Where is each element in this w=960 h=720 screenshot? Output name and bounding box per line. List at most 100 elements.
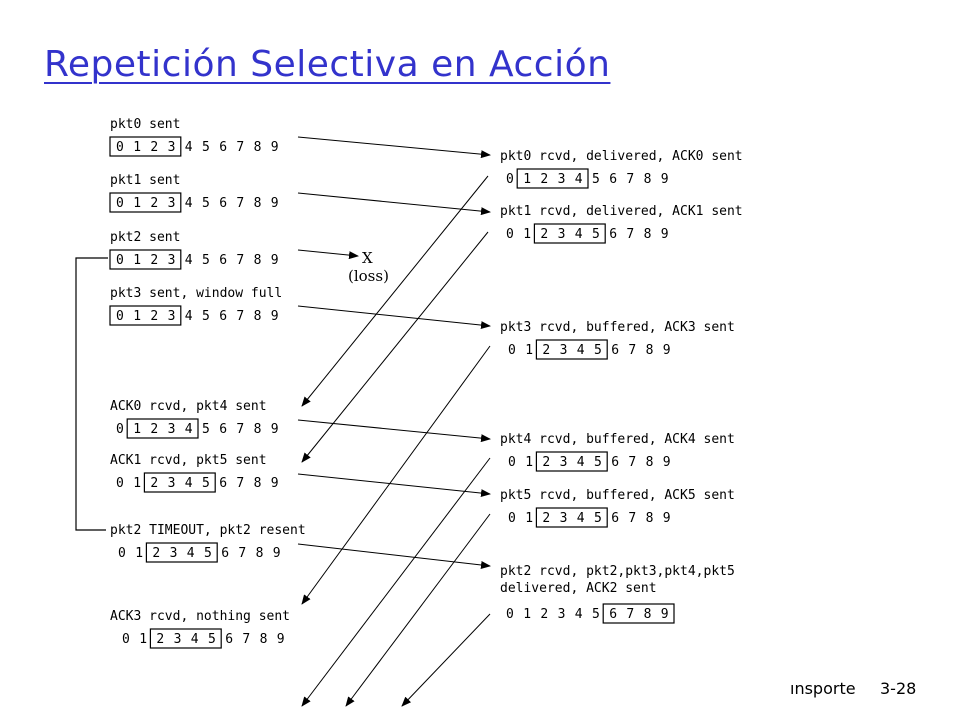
seq-number: 3 bbox=[174, 632, 182, 647]
receiver-event-label: pkt2 rcvd, pkt2,pkt3,pkt4,pkt5 bbox=[500, 564, 735, 579]
seq-number: 7 bbox=[236, 196, 244, 211]
seq-number: 6 bbox=[219, 196, 227, 211]
loss-marker: X bbox=[362, 249, 373, 267]
seq-number: 0 bbox=[118, 546, 126, 561]
seq-number: 1 bbox=[133, 476, 141, 491]
seq-number: 7 bbox=[628, 455, 636, 470]
seq-number: 3 bbox=[560, 343, 568, 358]
seq-number: 5 bbox=[202, 140, 210, 155]
sender-event-label: ACK1 rcvd, pkt5 sent bbox=[110, 453, 267, 468]
seq-number: 8 bbox=[260, 632, 268, 647]
receiver-event-label: pkt5 rcvd, buffered, ACK5 sent bbox=[500, 488, 735, 503]
seq-number: 6 bbox=[219, 422, 227, 437]
seq-number: 7 bbox=[236, 253, 244, 268]
seq-number: 7 bbox=[628, 511, 636, 526]
seq-number: 8 bbox=[644, 172, 652, 187]
seq-number: 3 bbox=[558, 172, 566, 187]
packet-arrow bbox=[297, 473, 491, 498]
window-box bbox=[109, 136, 182, 157]
seq-number: 7 bbox=[242, 632, 250, 647]
seq-number: 2 bbox=[542, 455, 550, 470]
packet-arrow bbox=[297, 305, 491, 330]
seq-number: 1 bbox=[525, 511, 533, 526]
seq-number: 5 bbox=[202, 476, 210, 491]
seq-number: 8 bbox=[644, 227, 652, 242]
seq-number: 0 bbox=[116, 253, 124, 268]
seq-number: 0 bbox=[508, 343, 516, 358]
seq-number: 9 bbox=[663, 455, 671, 470]
packet-arrow bbox=[297, 543, 491, 569]
seq-number: 5 bbox=[592, 607, 600, 622]
sender-event-label: pkt1 sent bbox=[110, 173, 180, 188]
seq-number: 4 bbox=[185, 309, 193, 324]
seq-number: 6 bbox=[611, 343, 619, 358]
seq-number: 0 bbox=[116, 196, 124, 211]
seq-number: 5 bbox=[594, 511, 602, 526]
seq-number: 5 bbox=[594, 455, 602, 470]
seq-number: 7 bbox=[236, 309, 244, 324]
seq-number: 6 bbox=[609, 607, 617, 622]
seq-number: 3 bbox=[168, 422, 176, 437]
window-box bbox=[145, 542, 218, 563]
seq-number: 0 bbox=[506, 227, 514, 242]
seq-number: 0 bbox=[506, 607, 514, 622]
window-box bbox=[109, 305, 182, 326]
receiver-event-label: pkt1 rcvd, delivered, ACK1 sent bbox=[500, 204, 743, 219]
ack-arrow bbox=[401, 613, 491, 707]
window-box bbox=[535, 507, 608, 528]
seq-number: 5 bbox=[202, 253, 210, 268]
seq-number: 3 bbox=[560, 455, 568, 470]
seq-number: 0 bbox=[116, 422, 124, 437]
seq-number: 2 bbox=[152, 546, 160, 561]
seq-number: 3 bbox=[168, 140, 176, 155]
seq-number: 9 bbox=[277, 632, 285, 647]
seq-number: 9 bbox=[661, 607, 669, 622]
window-box bbox=[109, 249, 182, 270]
seq-number: 2 bbox=[150, 196, 158, 211]
ack-arrow bbox=[301, 345, 491, 605]
packet-arrow bbox=[297, 192, 491, 216]
seq-number: 8 bbox=[254, 309, 262, 324]
seq-number: 7 bbox=[628, 343, 636, 358]
loss-label: (loss) bbox=[348, 267, 389, 285]
seq-number: 0 bbox=[508, 455, 516, 470]
packet-arrow bbox=[297, 136, 491, 159]
slide-title: Repetición Selectiva en Acción bbox=[44, 44, 611, 85]
footer-page-number: 3-28 bbox=[880, 679, 917, 698]
seq-number: 2 bbox=[150, 140, 158, 155]
sender-event-label: pkt2 sent bbox=[110, 230, 180, 245]
seq-number: 4 bbox=[191, 632, 199, 647]
seq-number: 4 bbox=[185, 196, 193, 211]
seq-number: 2 bbox=[150, 253, 158, 268]
seq-number: 6 bbox=[219, 309, 227, 324]
seq-number: 2 bbox=[150, 422, 158, 437]
seq-number: 5 bbox=[592, 172, 600, 187]
receiver-event-label: pkt3 rcvd, buffered, ACK3 sent bbox=[500, 320, 735, 335]
seq-number: 4 bbox=[577, 511, 585, 526]
seq-number: 8 bbox=[254, 253, 262, 268]
seq-number: 5 bbox=[204, 546, 212, 561]
window-box bbox=[602, 603, 675, 624]
seq-number: 8 bbox=[254, 476, 262, 491]
seq-number: 4 bbox=[577, 455, 585, 470]
window-box bbox=[516, 168, 589, 189]
seq-number: 6 bbox=[219, 253, 227, 268]
seq-number: 6 bbox=[219, 140, 227, 155]
seq-number: 4 bbox=[185, 422, 193, 437]
seq-number: 2 bbox=[150, 476, 158, 491]
window-box bbox=[126, 418, 199, 439]
seq-number: 3 bbox=[170, 546, 178, 561]
seq-number: 1 bbox=[135, 546, 143, 561]
seq-number: 0 bbox=[508, 511, 516, 526]
